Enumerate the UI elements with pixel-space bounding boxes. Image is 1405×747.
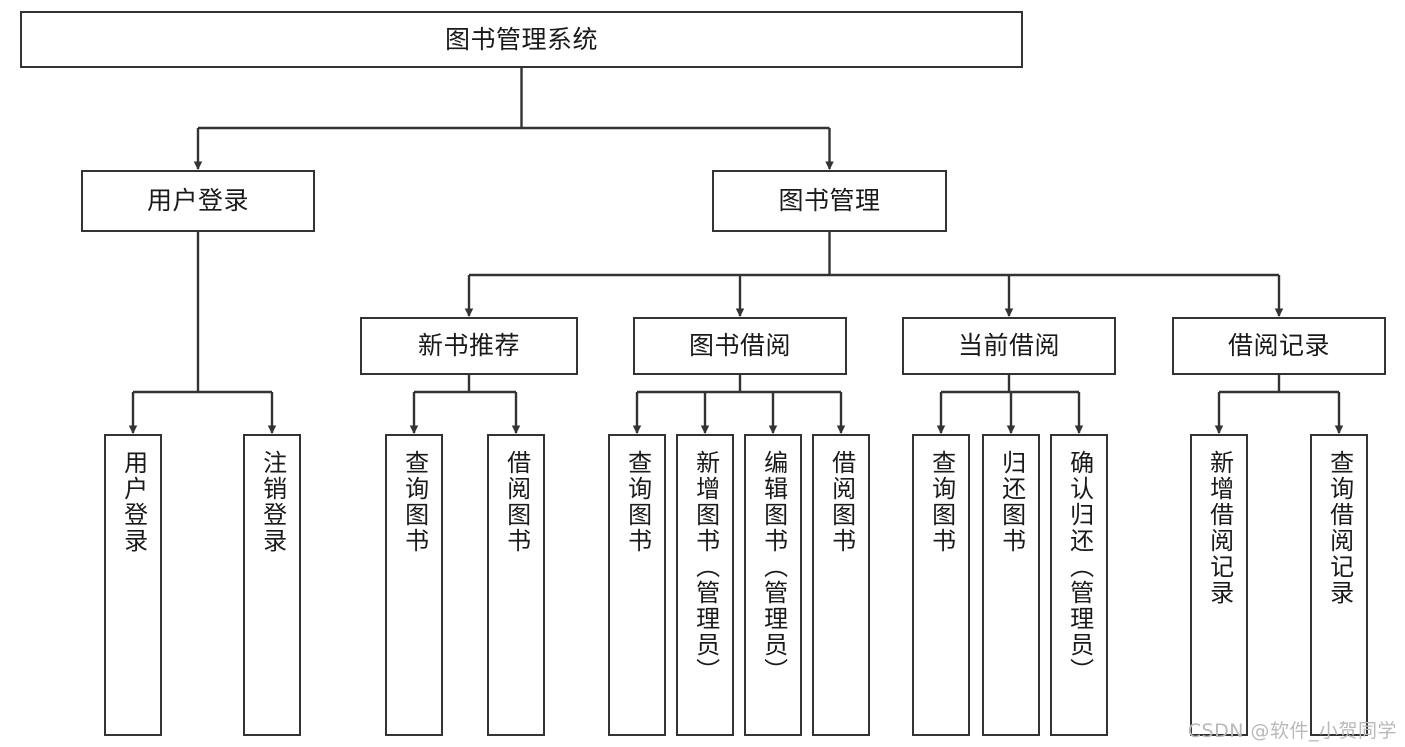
node-leaf-add-record[interactable]: 新增借阅记录 <box>1190 434 1248 736</box>
node-leaf-query-book-1[interactable]: 查询图书 <box>385 434 443 736</box>
node-label-leaf-query-book-1: 查询图书 <box>400 450 429 554</box>
node-borrow-record[interactable]: 借阅记录 <box>1172 317 1386 375</box>
node-label-leaf-borrow-book-1: 借阅图书 <box>502 450 531 554</box>
node-user-login[interactable]: 用户登录 <box>81 170 315 232</box>
csdn-watermark: CSDN @软件_小贺同学 <box>1187 720 1397 742</box>
node-leaf-edit-book[interactable]: 编辑图书（管理员） <box>744 434 802 736</box>
node-label-current-borrow: 当前借阅 <box>957 331 1060 361</box>
node-leaf-query-book-2[interactable]: 查询图书 <box>608 434 666 736</box>
node-leaf-query-record[interactable]: 查询借阅记录 <box>1310 434 1368 736</box>
node-label-leaf-return-book: 归还图书 <box>997 450 1026 554</box>
node-book-borrow[interactable]: 图书借阅 <box>633 317 847 375</box>
node-label-root: 图书管理系统 <box>444 24 598 54</box>
node-leaf-query-book-3[interactable]: 查询图书 <box>912 434 970 736</box>
node-label-borrow-record: 借阅记录 <box>1227 331 1330 361</box>
node-current-borrow[interactable]: 当前借阅 <box>902 317 1116 375</box>
node-new-book-rec[interactable]: 新书推荐 <box>360 317 578 375</box>
node-leaf-return-book[interactable]: 归还图书 <box>982 434 1040 736</box>
node-label-new-book-rec: 新书推荐 <box>417 331 520 361</box>
node-root[interactable]: 图书管理系统 <box>20 11 1023 68</box>
node-leaf-confirm-return[interactable]: 确认归还（管理员） <box>1050 434 1108 736</box>
node-label-leaf-confirm-return: 确认归还（管理员） <box>1065 450 1094 684</box>
node-label-leaf-query-book-2: 查询图书 <box>623 450 652 554</box>
node-label-leaf-logout: 注销登录 <box>258 450 287 554</box>
edge-paths <box>128 68 1344 435</box>
node-label-leaf-edit-book: 编辑图书（管理员） <box>759 450 788 684</box>
node-leaf-add-book[interactable]: 新增图书（管理员） <box>676 434 734 736</box>
node-leaf-borrow-book-2[interactable]: 借阅图书 <box>812 434 870 736</box>
node-label-leaf-query-record: 查询借阅记录 <box>1325 450 1354 606</box>
node-label-book-manage: 图书管理 <box>778 186 881 216</box>
node-label-user-login: 用户登录 <box>146 186 249 216</box>
node-leaf-borrow-book-1[interactable]: 借阅图书 <box>487 434 545 736</box>
node-label-book-borrow: 图书借阅 <box>688 331 791 361</box>
node-leaf-logout[interactable]: 注销登录 <box>243 434 301 736</box>
node-label-leaf-user-login: 用户登录 <box>119 450 148 554</box>
node-book-manage[interactable]: 图书管理 <box>712 170 947 232</box>
node-leaf-user-login[interactable]: 用户登录 <box>104 434 162 736</box>
node-label-leaf-borrow-book-2: 借阅图书 <box>827 450 856 554</box>
node-label-leaf-query-book-3: 查询图书 <box>927 450 956 554</box>
node-label-leaf-add-book: 新增图书（管理员） <box>691 450 720 684</box>
node-label-leaf-add-record: 新增借阅记录 <box>1205 450 1234 606</box>
